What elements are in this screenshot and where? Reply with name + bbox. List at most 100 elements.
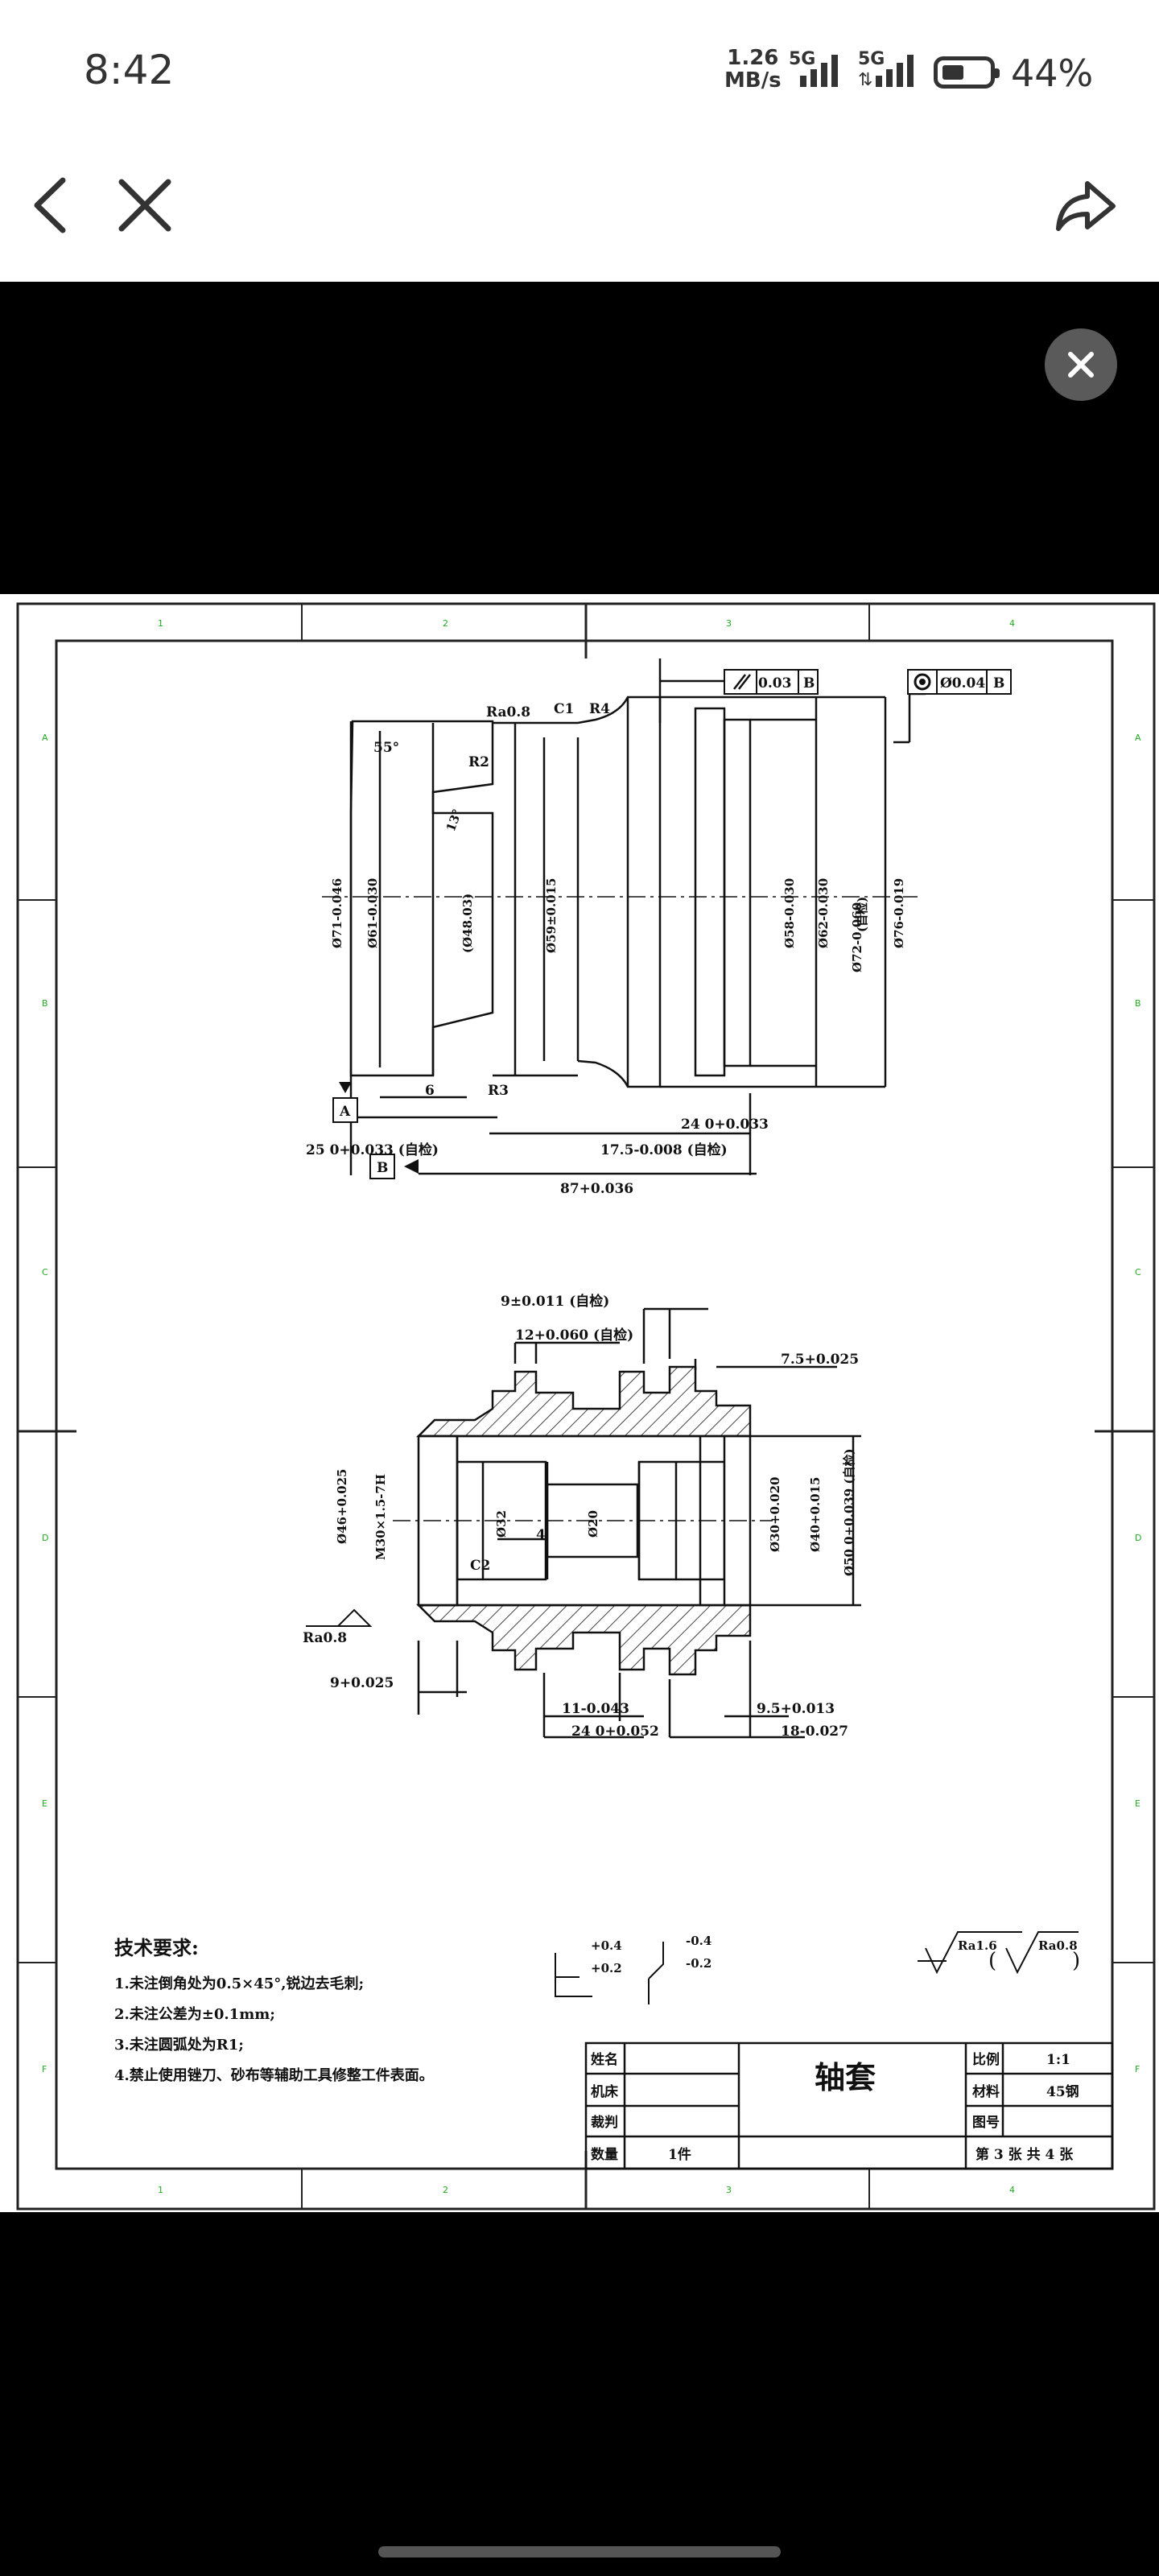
- tol-minus-0-2: -0.2: [686, 1956, 711, 1971]
- dim-87: 87+0.036: [560, 1181, 633, 1197]
- dia-59: Ø59±0.015: [544, 878, 559, 953]
- dia-72: Ø72-0.060: [850, 902, 864, 972]
- lower-dim-4: 4: [536, 1527, 546, 1543]
- zone-letter-d: D: [42, 1533, 48, 1543]
- zone-num-2: 2: [443, 618, 448, 629]
- zone-letter-a-r: A: [1135, 733, 1141, 743]
- dia-48: (Ø48.03): [460, 894, 475, 953]
- zone-num-4b: 4: [1009, 2185, 1015, 2195]
- nav-bar: [0, 145, 1159, 282]
- chevron-left-icon: [34, 177, 66, 233]
- viewer-close-button[interactable]: [1045, 328, 1117, 401]
- tb-qty-label: 数量: [591, 2146, 618, 2163]
- dim-6: 6: [425, 1083, 435, 1099]
- zone-num-3b: 3: [726, 2185, 732, 2195]
- close-button[interactable]: [109, 169, 181, 242]
- parallelism-value: 0.03: [758, 675, 791, 691]
- zone-num-3: 3: [726, 618, 732, 629]
- tb-qty-value: 1件: [668, 2146, 691, 2163]
- tb-judge-label: 裁判: [591, 2114, 618, 2131]
- datum-b: B: [377, 1160, 388, 1176]
- radius-r3: R3: [488, 1083, 509, 1099]
- tech-item-4: 4.禁止使用锉刀、砂布等辅助工具修整工件表面。: [114, 2066, 434, 2084]
- net-speed-unit: MB/s: [724, 68, 782, 93]
- zone-num-2b: 2: [443, 2185, 448, 2195]
- tb-machine-label: 机床: [591, 2083, 619, 2100]
- title-block: [584, 2041, 1114, 2170]
- upper-view: [322, 658, 926, 1175]
- concentricity-value: Ø0.04: [940, 675, 985, 691]
- share-button[interactable]: [1050, 169, 1123, 242]
- tol-minus-0-4: -0.4: [686, 1934, 711, 1948]
- lower-dia-50: Ø50 0+0.039 (自检): [842, 1448, 856, 1576]
- signal-icon: 5G: [789, 48, 845, 97]
- tech-title: 技术要求:: [114, 1936, 199, 1959]
- lower-view: [306, 1307, 861, 1739]
- lower-dia-30: Ø30+0.020: [768, 1477, 782, 1552]
- zone-letter-c-r: C: [1135, 1267, 1141, 1278]
- lower-dim-24: 24 0+0.052: [571, 1724, 659, 1740]
- tech-item-3: 3.未注圆弧处为R1;: [114, 2036, 244, 2054]
- dia-76: Ø76-0.019: [892, 878, 906, 948]
- battery-fill: [942, 65, 963, 80]
- zone-letter-f-r: F: [1135, 2064, 1140, 2074]
- tb-scale-label: 比例: [972, 2051, 1000, 2068]
- zone-num-1: 1: [158, 618, 163, 629]
- signal-label-1: 5G: [789, 49, 815, 69]
- roughness-label: Ra0.8: [486, 704, 530, 720]
- close-circle-icon: [1068, 352, 1094, 378]
- tb-drawing-no-label: 图号: [972, 2115, 1000, 2131]
- roughness-general: Ra1.6: [958, 1938, 997, 1953]
- home-indicator[interactable]: [378, 2546, 781, 2557]
- angle-13: 13°: [443, 807, 465, 834]
- lower-dim-9: 9±0.011 (自检): [501, 1293, 609, 1310]
- engineering-drawing[interactable]: 1 2 3 4 1 2 3 4 A B C D E F A B C D E F: [0, 594, 1159, 2212]
- zone-letter-d-r: D: [1135, 1533, 1141, 1543]
- battery-icon: [934, 56, 1000, 89]
- net-speed: 1.26 MB/s: [724, 47, 782, 92]
- parallelism-ref: B: [803, 675, 815, 691]
- dia-71: Ø71-0.046: [330, 878, 344, 948]
- lower-dim-9b: 9+0.025: [330, 1675, 394, 1691]
- zone-letter-e-r: E: [1135, 1798, 1140, 1809]
- chamfer-c1: C1: [554, 701, 574, 717]
- status-bar: 8:42 1.26 MB/s 5G 5G ⇅ 44%: [0, 0, 1159, 145]
- dia-62: Ø62-0.030: [816, 878, 831, 948]
- roughness-bracket: Ra0.8: [1038, 1938, 1078, 1953]
- lower-dim-9-5: 9.5+0.013: [757, 1701, 835, 1717]
- dia-61: Ø61-0.030: [365, 878, 380, 948]
- lower-dia-20: Ø20: [586, 1510, 600, 1538]
- radius-r4: R4: [589, 701, 610, 717]
- zone-letter-b-r: B: [1135, 998, 1141, 1009]
- lower-dia-32: Ø32: [494, 1510, 509, 1538]
- back-button[interactable]: [16, 169, 89, 242]
- zone-num-4: 4: [1009, 618, 1015, 629]
- zone-letter-f: F: [42, 2064, 47, 2074]
- lower-dim-12: 12+0.060 (自检): [515, 1327, 633, 1344]
- svg-text:): ): [1072, 1949, 1080, 1973]
- tb-sheet-info: 第 3 张 共 4 张: [975, 2146, 1074, 2163]
- concentricity-ref: B: [993, 675, 1004, 691]
- dim-24: 24 0+0.033: [681, 1117, 769, 1133]
- lower-dim-18: 18-0.027: [781, 1724, 848, 1740]
- signal-label-2: 5G: [858, 49, 885, 69]
- tb-name-label: 姓名: [591, 2051, 618, 2068]
- angle-55: 55°: [373, 740, 399, 756]
- thread-m30: M30×1.5-7H: [373, 1474, 388, 1560]
- lower-dia-46: Ø46+0.025: [335, 1469, 349, 1544]
- share-icon: [1056, 181, 1116, 231]
- zone-letter-e: E: [42, 1798, 47, 1809]
- lower-dim-7-5: 7.5+0.025: [781, 1352, 859, 1368]
- lower-dia-40: Ø40+0.015: [808, 1477, 823, 1552]
- lower-roughness: Ra0.8: [303, 1630, 347, 1646]
- tb-material-value: 45钢: [1046, 2083, 1079, 2100]
- tb-scale-value: 1:1: [1046, 2052, 1070, 2068]
- status-time: 8:42: [84, 47, 175, 93]
- svg-text:(: (: [988, 1949, 996, 1973]
- signal-icon-2: 5G ⇅: [856, 48, 921, 97]
- zone-letter-c: C: [42, 1267, 48, 1278]
- close-icon: [118, 179, 171, 232]
- chamfer-c2: C2: [470, 1558, 490, 1574]
- zone-letter-b: B: [42, 998, 48, 1009]
- net-speed-value: 1.26: [727, 46, 779, 70]
